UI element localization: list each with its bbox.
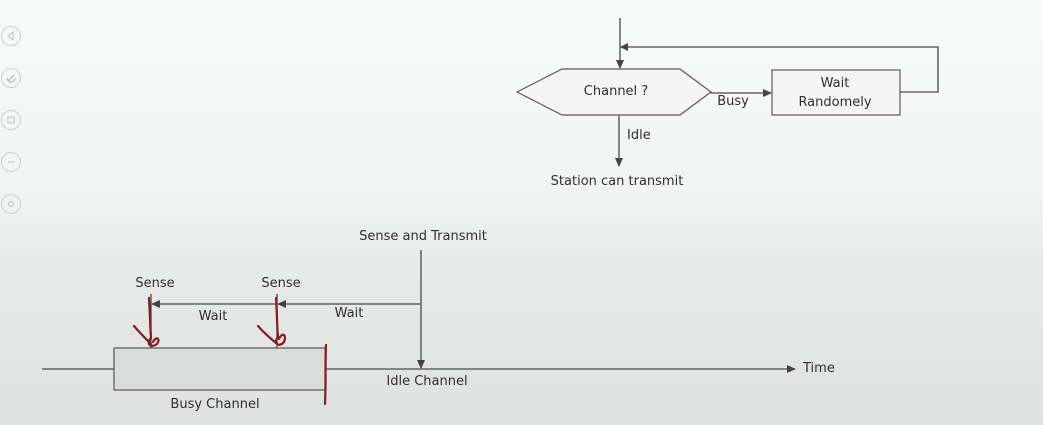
- channel-decision: [515, 68, 713, 116]
- highlighter-icon[interactable]: [1, 110, 21, 130]
- settings-icon[interactable]: [1, 194, 21, 214]
- wait-label-2: Wait: [335, 306, 364, 321]
- station-can-transmit-label: Station can transmit: [551, 174, 684, 189]
- eraser-icon[interactable]: [1, 152, 21, 172]
- sense-label-1: Sense: [135, 276, 174, 291]
- wait-randomly-box: [771, 69, 901, 116]
- busy-label: Busy: [717, 94, 749, 109]
- ink-busy-end-mark: [323, 343, 328, 406]
- wait-label-1: Wait: [199, 309, 228, 324]
- idle-channel-label: Idle Channel: [386, 374, 467, 389]
- pen-icon[interactable]: [1, 68, 21, 88]
- wait-randomly-line1: Wait: [821, 76, 850, 91]
- busy-channel-box: [113, 347, 327, 391]
- ink-tick-1: [132, 324, 153, 346]
- decision-label: Channel ?: [584, 84, 648, 99]
- previous-icon[interactable]: [1, 26, 21, 46]
- loop-back-arrowhead: [620, 43, 628, 51]
- ink-sense-mark-2: [274, 296, 287, 346]
- idle-label: Idle: [627, 128, 651, 143]
- ink-tick-2: [256, 324, 278, 345]
- presentation-toolbar: [0, 20, 26, 220]
- time-label: Time: [802, 361, 835, 376]
- loop-back-line: [620, 46, 939, 93]
- sense-label-2: Sense: [261, 276, 300, 291]
- busy-channel-label: Busy Channel: [170, 397, 259, 412]
- sense-and-transmit-label: Sense and Transmit: [359, 229, 487, 244]
- wait-randomly-line2: Randomely: [798, 95, 871, 110]
- ink-sense-mark-1: [147, 296, 160, 347]
